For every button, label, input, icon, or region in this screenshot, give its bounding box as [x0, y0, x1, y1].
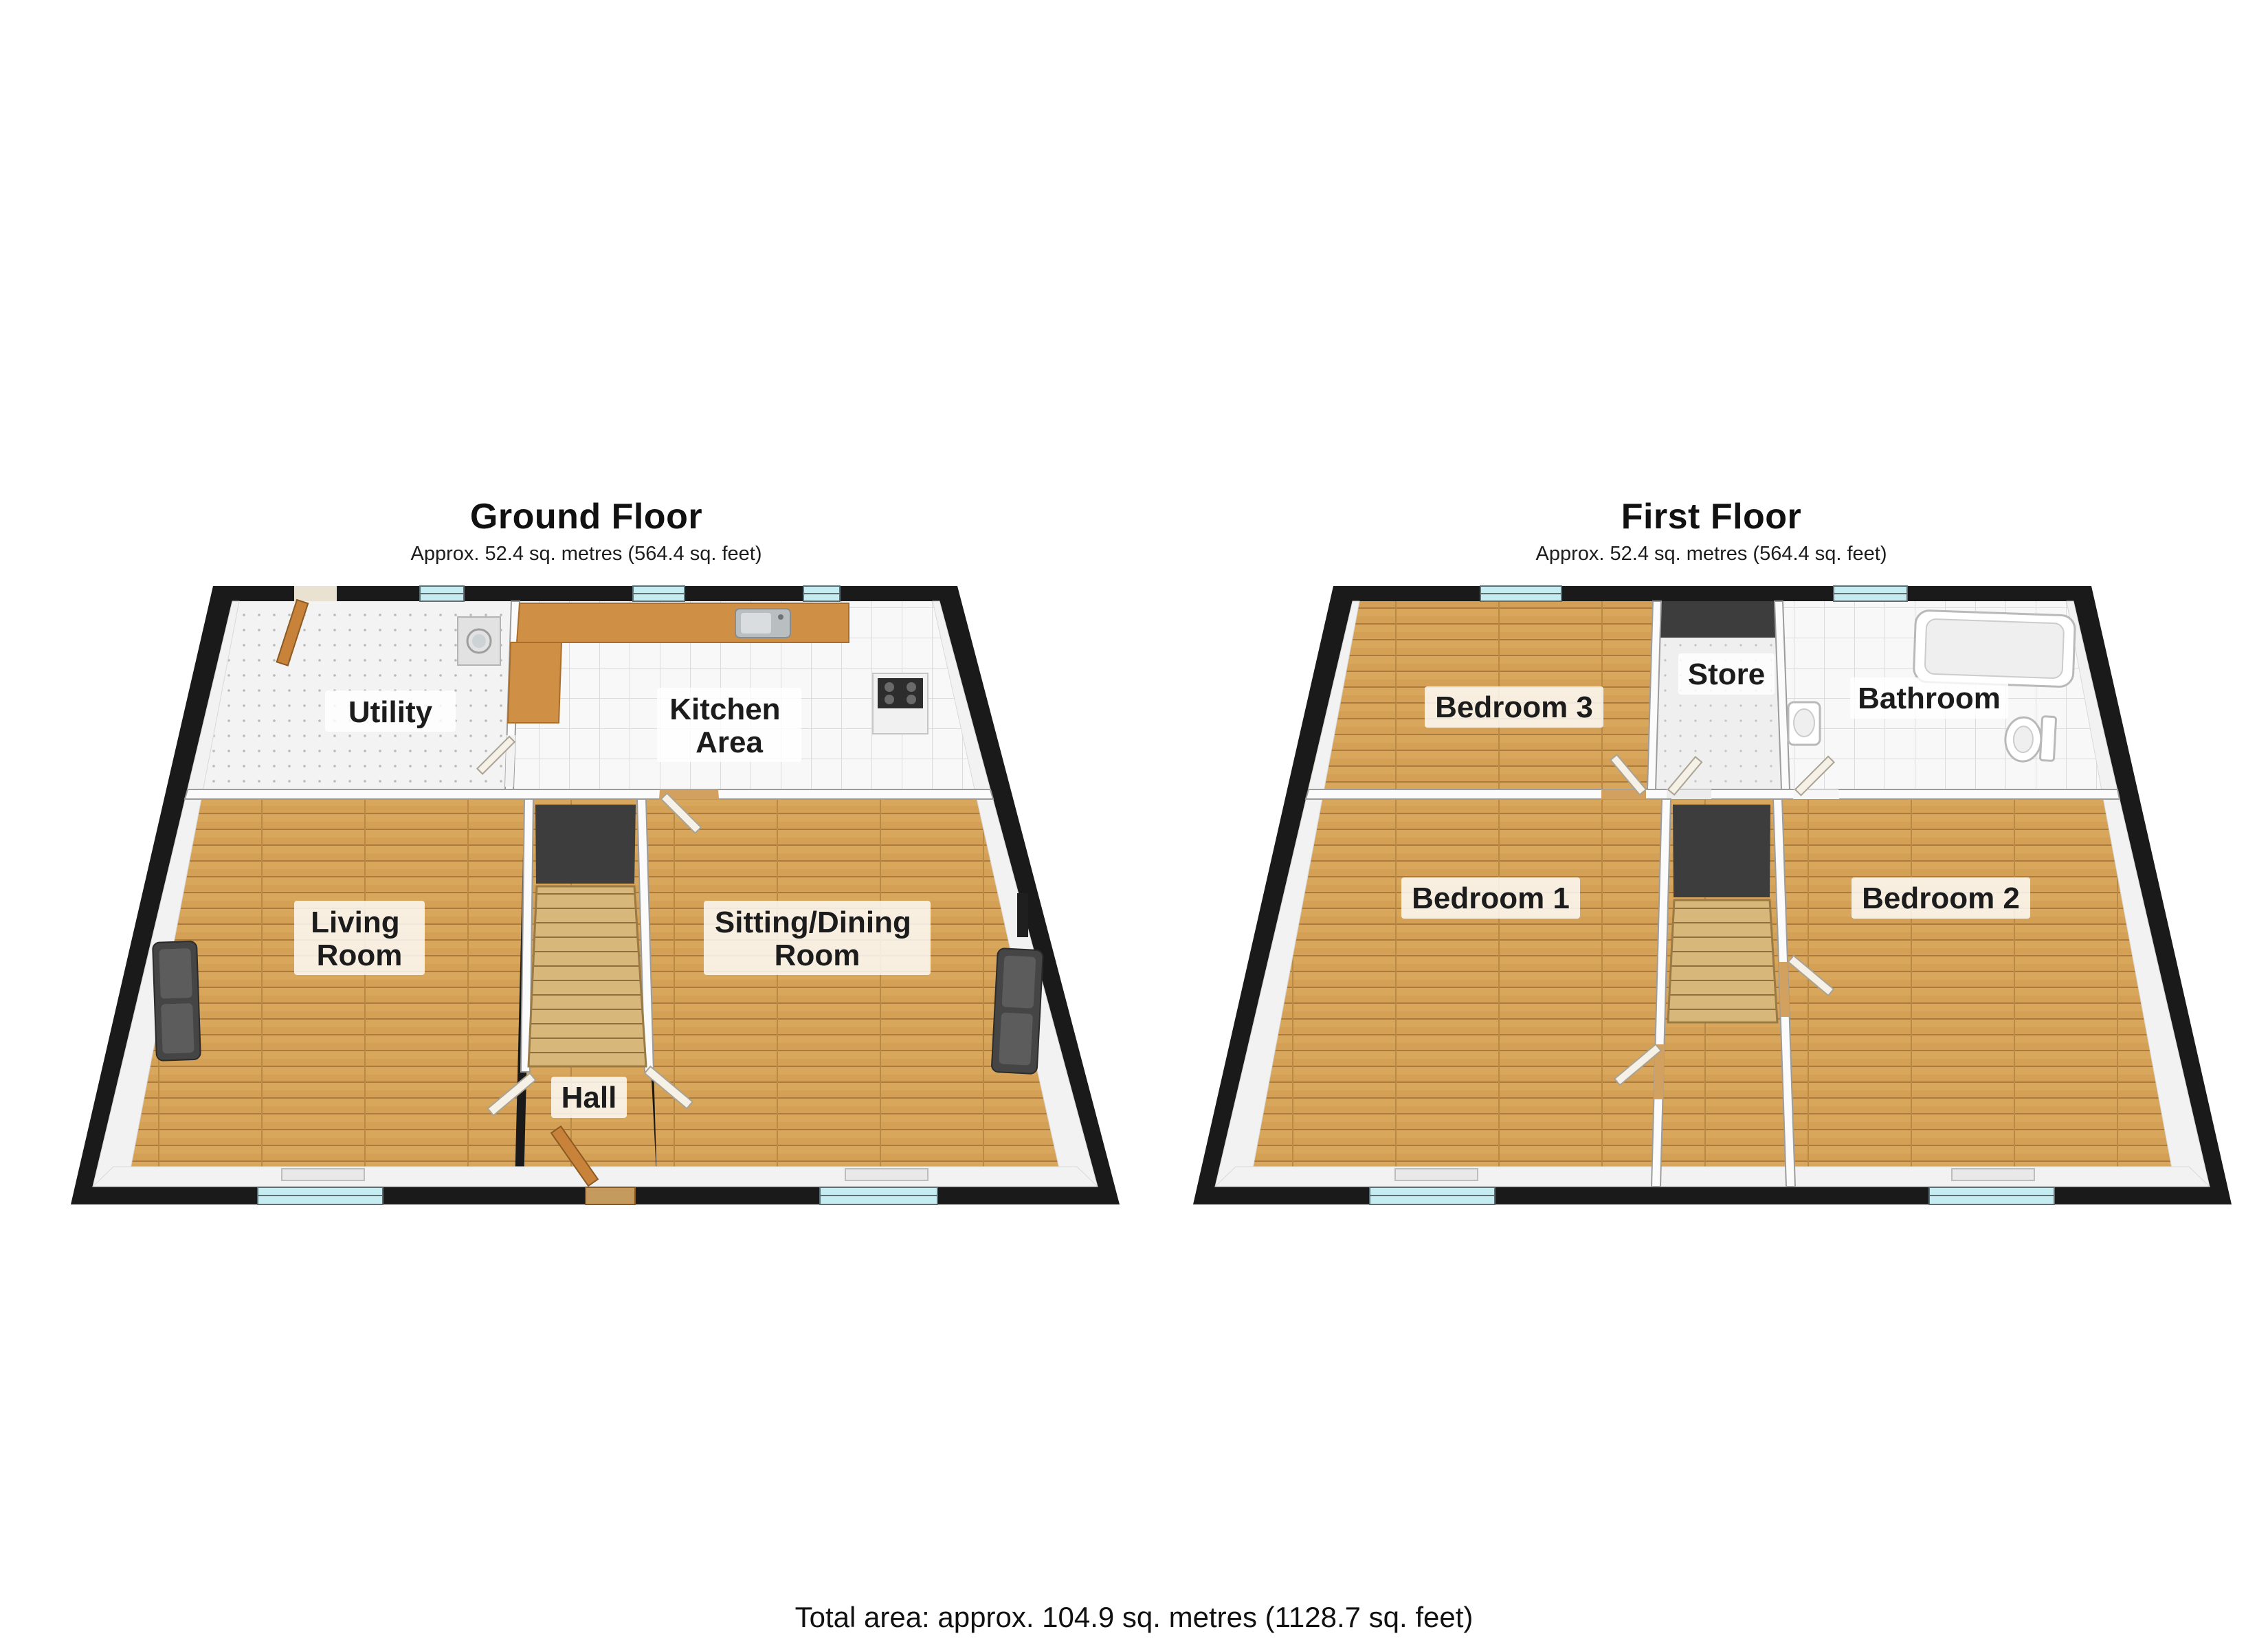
svg-text:Kitchen Area: Kitchen Area — [669, 693, 789, 759]
front-door-threshold — [585, 1187, 636, 1205]
bedroom2-door — [1787, 954, 1835, 997]
first-floor-subtitle: Approx. 52.4 sq. metres (564.4 sq. feet) — [1535, 543, 1887, 565]
radiator — [1394, 1168, 1478, 1181]
living-room-door — [487, 1072, 537, 1117]
stair-void — [1673, 805, 1770, 897]
stair-void — [535, 805, 636, 884]
toilet — [2004, 715, 2057, 763]
kitchen-counter — [515, 603, 849, 643]
svg-text:Bedroom 3: Bedroom 3 — [1435, 691, 1593, 724]
ground-floor-plan: Utility Kitchen Area Living Room Sitting… — [71, 585, 1120, 1205]
living-room-floor — [93, 799, 524, 1187]
svg-text:Store: Store — [1688, 658, 1765, 691]
svg-text:Bedroom 2: Bedroom 2 — [1862, 882, 2020, 915]
bathroom-door — [1794, 755, 1835, 796]
bathtub — [1913, 609, 2076, 688]
ground-floor-subtitle: Approx. 52.4 sq. metres (564.4 sq. feet) — [410, 543, 762, 565]
sitting-dining-floor — [646, 799, 1098, 1187]
svg-text:Living Room: Living Room — [311, 906, 408, 972]
doorway-gap — [659, 789, 719, 799]
bedroom1-door — [1613, 1043, 1663, 1086]
bedroom2-label: Bedroom 2 — [1852, 877, 2030, 919]
store-recess — [1653, 601, 1784, 638]
stairs — [527, 885, 647, 1068]
hob-unit — [872, 673, 929, 734]
kitchen-label: Kitchen Area — [657, 688, 801, 762]
hall-label: Hall — [551, 1077, 627, 1118]
living-room-label: Living Room — [294, 901, 425, 975]
doorway-gap — [1601, 789, 1646, 799]
ground-floor-title: Ground Floor — [469, 497, 703, 537]
radiator — [1951, 1168, 2035, 1181]
bedroom3-door — [1609, 754, 1647, 796]
radiator — [845, 1168, 929, 1181]
back-door — [276, 598, 309, 666]
bathroom-label: Bathroom — [1850, 677, 2008, 719]
sofa — [152, 941, 201, 1062]
tv-unit — [1017, 893, 1028, 937]
doorway-gap — [1779, 962, 1790, 1017]
doorway-gap — [1654, 1044, 1665, 1099]
interior-wall-divider — [1304, 789, 2121, 800]
washing-machine — [457, 616, 501, 666]
utility-door — [476, 735, 516, 775]
sitting-dining-label: Sitting/Dining Room — [704, 901, 931, 975]
kitchen-counter-return — [507, 642, 563, 723]
store-floor — [1654, 601, 1781, 789]
svg-text:Sitting/Dining Room: Sitting/Dining Room — [715, 906, 920, 972]
first-floor-plan: Bedroom 3 Store Bathroom Bedroom 1 Bedro… — [1193, 585, 2232, 1205]
kitchen-sink — [735, 608, 791, 638]
store-wall-right — [1773, 601, 1791, 790]
store-label: Store — [1678, 653, 1775, 695]
sofa — [991, 947, 1044, 1075]
bedroom1-label: Bedroom 1 — [1401, 877, 1580, 919]
radiator — [281, 1168, 365, 1181]
bottom-wall-face — [1214, 1166, 2211, 1187]
svg-text:Hall: Hall — [562, 1081, 617, 1114]
store-wall-left — [1646, 601, 1663, 790]
front-door — [550, 1125, 599, 1187]
sitting-room-door — [643, 1065, 694, 1110]
interior-wall-divider — [184, 789, 994, 800]
first-floor-title: First Floor — [1621, 497, 1802, 537]
svg-text:Bathroom: Bathroom — [1858, 682, 2001, 715]
utility-label: Utility — [325, 691, 456, 732]
stairs — [1667, 899, 1779, 1024]
doorway-gap — [1667, 789, 1711, 799]
first-floor-header: First Floor Approx. 52.4 sq. metres (564… — [1368, 496, 2055, 565]
kitchen-door — [660, 792, 702, 834]
svg-text:Bedroom 1: Bedroom 1 — [1412, 882, 1570, 915]
svg-text:Utility: Utility — [348, 695, 433, 729]
back-door-threshold — [294, 586, 337, 601]
ground-floor-header: Ground Floor Approx. 52.4 sq. metres (56… — [243, 496, 930, 565]
washbasin — [1787, 701, 1821, 746]
interior-wall-stair-left — [520, 798, 535, 1073]
bedroom3-label: Bedroom 3 — [1425, 686, 1603, 728]
store-door — [1667, 756, 1703, 796]
total-area-text: Total area: approx. 104.9 sq. metres (11… — [794, 1601, 1474, 1633]
